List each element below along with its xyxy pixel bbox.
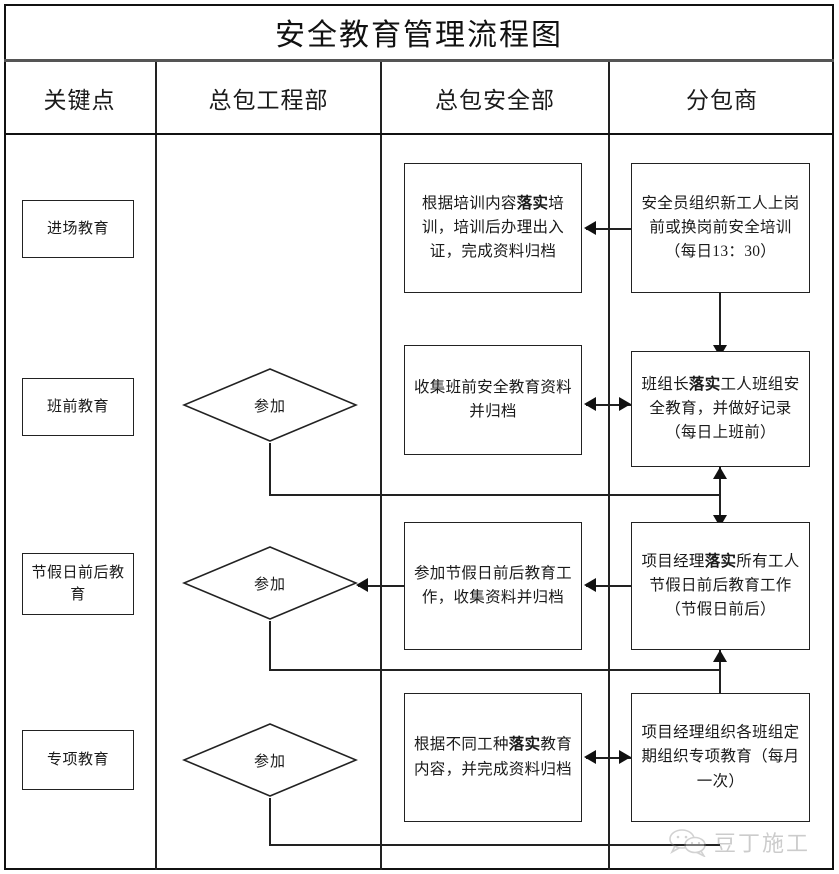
safety-box-4[interactable]: 根据不同工种落实教育内容，并完成资料归档	[404, 693, 582, 822]
connector-diamond2-down	[269, 443, 271, 496]
connector-sub3-to-safety3	[586, 585, 631, 587]
connector-sub1-to-sub2	[719, 293, 721, 351]
arrowhead-sub2-right	[619, 397, 631, 411]
subcontractor-box-2-text: 班组长落实工人班组安全教育，并做好记录（每日上班前）	[641, 375, 800, 441]
safety-box-4-text: 根据不同工种落实教育内容，并完成资料归档	[413, 736, 573, 778]
key-point-box-2[interactable]: 班前教育	[22, 378, 134, 436]
arrowhead-safety4-left	[584, 750, 596, 764]
arrowhead-sub1-to-safety1	[584, 221, 596, 235]
column-divider-3	[608, 135, 610, 870]
column-header-key-point: 关键点	[43, 87, 116, 113]
column-divider-1	[155, 135, 157, 870]
arrowhead-sub4-right	[619, 750, 631, 764]
connector-sub2-sub3	[719, 467, 721, 527]
subcontractor-box-1[interactable]: 安全员组织新工人上岗前或换岗前安全培训（每日13：30）	[631, 163, 810, 293]
decision-diamond-2[interactable]: 参加	[182, 367, 358, 443]
arrowhead-sub3-to-safety3	[584, 578, 596, 592]
connector-diamond4-right	[269, 844, 720, 846]
arrowhead-safety2-left	[584, 397, 596, 411]
connector-safety4-sub4	[586, 757, 631, 759]
arrowhead-safety3-to-diamond3	[356, 578, 368, 592]
safety-box-3[interactable]: 参加节假日前后教育工作，收集资料并归档	[404, 522, 582, 650]
chart-title-row: 安全教育管理流程图	[4, 4, 834, 62]
column-header-safety: 总包安全部	[380, 62, 608, 133]
safety-box-1[interactable]: 根据培训内容落实培训，培训后办理出入证，完成资料归档	[404, 163, 582, 293]
decision-diamond-3-label: 参加	[253, 576, 286, 593]
page-title: 安全教育管理流程图	[275, 18, 563, 52]
column-header-subcontractor: 分包商	[608, 62, 834, 133]
subcontractor-box-3-text: 项目经理落实所有工人节假日前后教育工作（节假日前后）	[641, 552, 800, 618]
connector-sub3-sub4	[719, 650, 721, 710]
diamond-shape-icon	[182, 546, 358, 620]
key-point-box-4[interactable]: 专项教育	[22, 730, 134, 790]
decision-diamond-4[interactable]: 参加	[182, 722, 358, 798]
safety-box-1-text: 根据培训内容落实培训，培训后办理出入证，完成资料归档	[421, 194, 565, 260]
column-header-row: 关键点 总包工程部 总包安全部 分包商	[4, 62, 834, 135]
connector-diamond3-down	[269, 621, 271, 671]
decision-diamond-2-label: 参加	[253, 398, 286, 415]
key-point-box-1[interactable]: 进场教育	[22, 200, 134, 258]
connector-safety3-to-diamond3	[358, 585, 404, 587]
subcontractor-box-4[interactable]: 项目经理组织各班组定期组织专项教育（每月一次）	[631, 693, 810, 822]
subcontractor-box-4-text: 项目经理组织各班组定期组织专项教育（每月一次）	[641, 724, 800, 790]
connector-diamond4-down	[269, 798, 271, 846]
table-frame	[4, 4, 834, 870]
subcontractor-box-3[interactable]: 项目经理落实所有工人节假日前后教育工作（节假日前后）	[631, 522, 810, 650]
decision-diamond-4-label: 参加	[253, 753, 286, 770]
subcontractor-box-2[interactable]: 班组长落实工人班组安全教育，并做好记录（每日上班前）	[631, 351, 810, 467]
connector-diamond3-right	[269, 669, 720, 671]
connector-diamond2-right	[269, 494, 720, 496]
safety-box-2-text: 收集班前安全教育资料并归档	[413, 378, 572, 420]
column-divider-2	[380, 135, 382, 870]
diamond-shape-icon	[182, 723, 358, 797]
diamond-shape-icon	[182, 368, 358, 442]
decision-diamond-3[interactable]: 参加	[182, 545, 358, 621]
key-point-box-3[interactable]: 节假日前后教育	[22, 553, 134, 615]
connector-safety2-sub2	[586, 404, 631, 406]
arrowhead-sub2-up	[713, 467, 727, 479]
safety-box-2[interactable]: 收集班前安全教育资料并归档	[404, 345, 582, 455]
safety-box-3-text: 参加节假日前后教育工作，收集资料并归档	[413, 564, 572, 606]
connector-sub1-to-safety1	[586, 228, 631, 230]
subcontractor-box-1-text: 安全员组织新工人上岗前或换岗前安全培训（每日13：30）	[641, 194, 800, 260]
arrowhead-sub3-up	[713, 650, 727, 662]
column-header-engineering: 总包工程部	[155, 62, 380, 133]
